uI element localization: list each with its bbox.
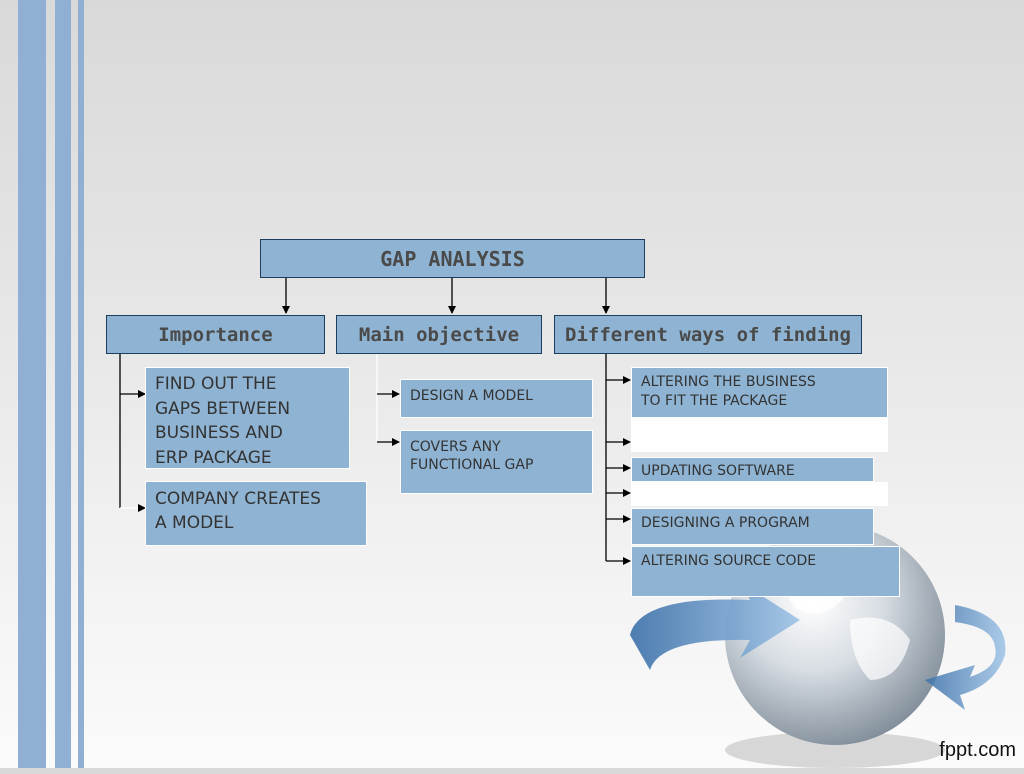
node-find-gaps-line2: GAPS BETWEEN (155, 398, 291, 419)
node-altering-business-line2: TO FIT THE PACKAGE (641, 392, 788, 409)
footer-brand: fppt.com (939, 739, 1016, 761)
category-importance-label: Importance (158, 323, 273, 346)
node-designing-program: DESIGNING A PROGRAM (631, 508, 874, 545)
blank-box-2 (631, 482, 888, 506)
decorative-stripe-wide (18, 0, 46, 768)
node-altering-source: ALTERING SOURCE CODE (631, 546, 900, 597)
category-different-ways-label: Different ways of finding (565, 323, 851, 346)
category-main-objective-label: Main objective (358, 323, 520, 346)
decorative-stripe-thin (78, 0, 84, 768)
node-company-model: COMPANY CREATES A MODEL (145, 481, 367, 546)
node-design-model: DESIGN A MODEL (400, 379, 593, 418)
node-covers-gap: COVERS ANY FUNCTIONAL GAP (400, 430, 593, 494)
node-find-gaps-line1: FIND OUT THE (155, 374, 277, 394)
root-node: GAP ANALYSIS (260, 239, 645, 278)
node-designing-program-label: DESIGNING A PROGRAM (641, 515, 810, 531)
node-company-model-line1: COMPANY CREATES (155, 489, 321, 509)
node-covers-gap-line1: COVERS ANY (410, 439, 501, 455)
node-altering-source-label: ALTERING SOURCE CODE (641, 553, 817, 569)
node-updating-software: UPDATING SOFTWARE (631, 457, 874, 482)
node-find-gaps-line4: ERP PACKAGE (155, 447, 272, 468)
category-main-objective: Main objective (336, 315, 542, 354)
node-covers-gap-line2: FUNCTIONAL GAP (410, 457, 534, 474)
blank-box-1 (631, 418, 888, 452)
node-altering-business: ALTERING THE BUSINESS TO FIT THE PACKAGE (631, 367, 888, 418)
category-importance: Importance (106, 315, 325, 354)
node-updating-software-label: UPDATING SOFTWARE (641, 463, 795, 479)
node-find-gaps-line3: BUSINESS AND (155, 423, 283, 444)
node-design-model-label: DESIGN A MODEL (410, 388, 533, 404)
category-different-ways: Different ways of finding (554, 315, 862, 354)
node-altering-business-line1: ALTERING THE BUSINESS (641, 374, 816, 390)
root-node-label: GAP ANALYSIS (380, 246, 525, 271)
node-find-gaps: FIND OUT THE GAPS BETWEEN BUSINESS AND E… (145, 367, 350, 469)
decorative-stripe-medium (55, 0, 71, 768)
node-company-model-line2: A MODEL (155, 512, 234, 533)
